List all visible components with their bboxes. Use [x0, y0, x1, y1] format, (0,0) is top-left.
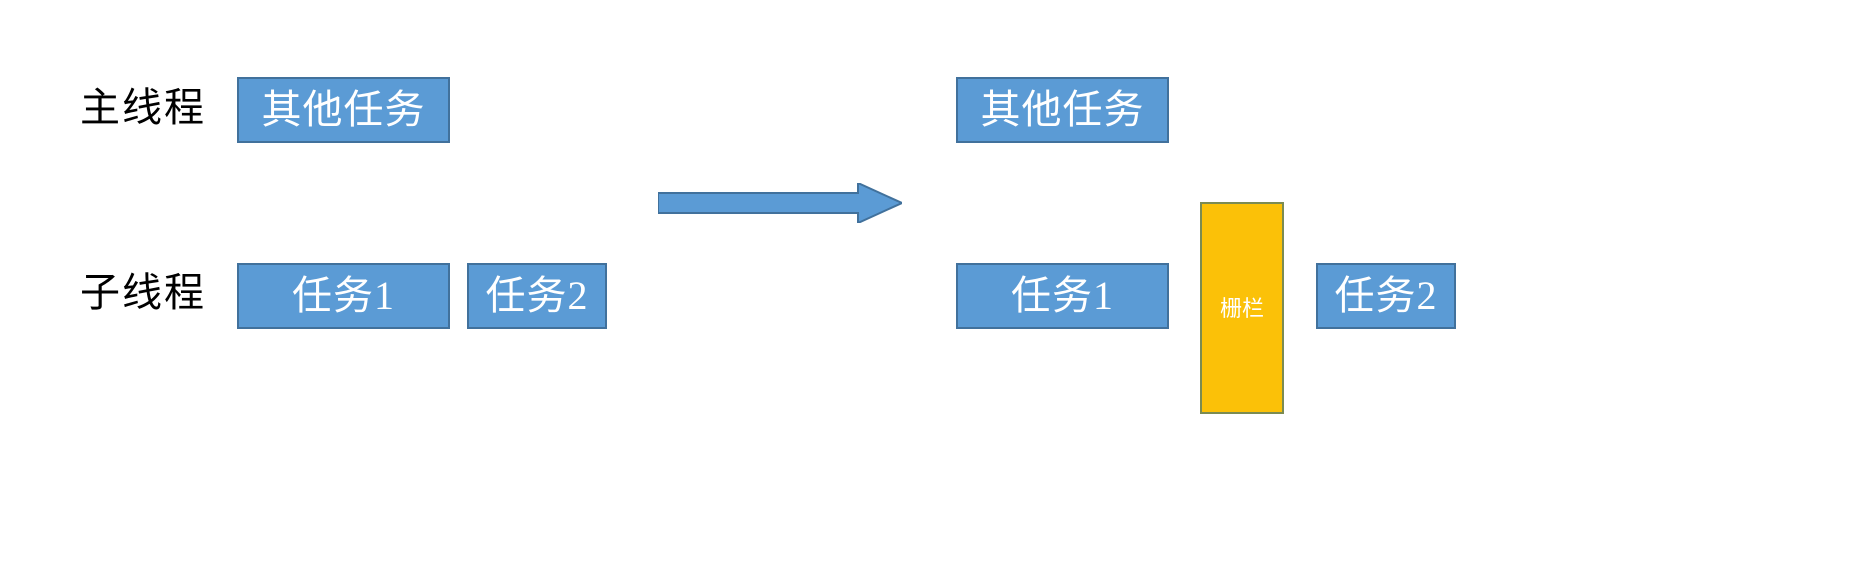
label-child-thread: 子线程 [80, 270, 206, 315]
task-box-task2-right: 任务2 [1316, 263, 1456, 329]
right-arrow-icon [658, 183, 902, 223]
label-main-thread: 主线程 [80, 85, 206, 130]
barrier-box-fence: 栅栏 [1200, 202, 1284, 414]
task-box-task2-left: 任务2 [467, 263, 607, 329]
task-box-task1-right: 任务1 [956, 263, 1169, 329]
task-box-other-task-right: 其他任务 [956, 77, 1169, 143]
task-box-other-task-left: 其他任务 [237, 77, 450, 143]
task-box-task1-left: 任务1 [237, 263, 450, 329]
